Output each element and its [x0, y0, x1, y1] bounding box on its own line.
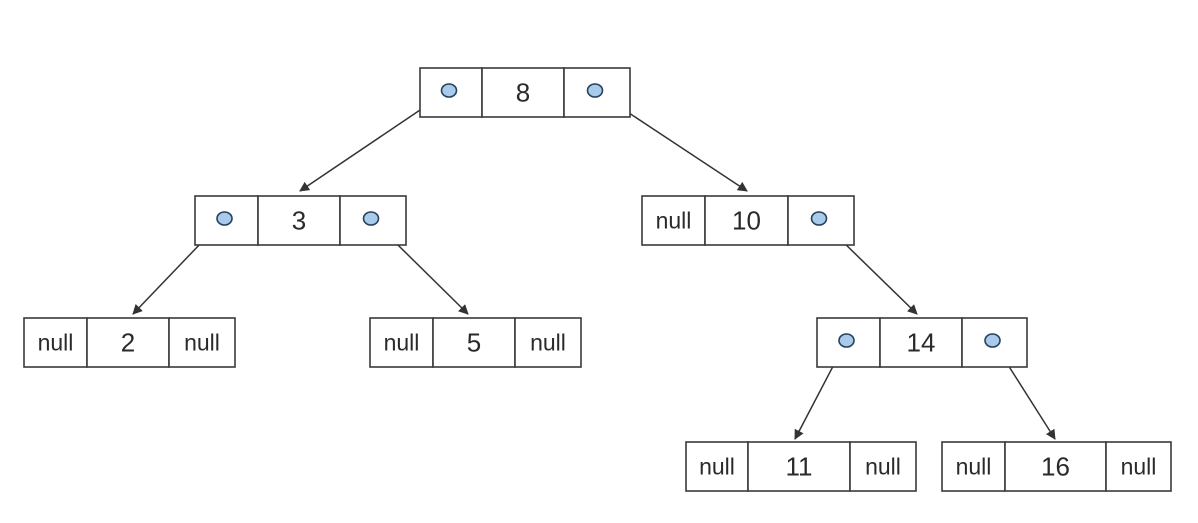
null-pointer-label: null: [865, 454, 901, 480]
pointer-dot-icon: [440, 83, 458, 98]
null-pointer-label: null: [530, 330, 566, 356]
node-2-key-cell: [86, 317, 170, 368]
node-5-key-cell: [432, 317, 516, 368]
node-5-right-cell: [514, 317, 582, 368]
node-8-key-cell: [481, 67, 565, 118]
pointer-dot-icon: [984, 333, 1001, 348]
pointer-dot-icon: [586, 83, 604, 98]
node-key-label: 10: [732, 206, 761, 236]
null-pointer-label: null: [184, 330, 220, 356]
node-key-label: 8: [516, 78, 530, 108]
node-16-left-cell: [941, 441, 1006, 492]
node-16-right-cell: [1105, 441, 1172, 492]
node-key-label: 11: [786, 452, 813, 482]
pointer-dot-icon: [810, 211, 828, 226]
node-key-label: 16: [1041, 452, 1070, 482]
tree-node-2: null 2 null: [23, 317, 236, 368]
node-key-label: 14: [907, 328, 936, 358]
pointer-dot-icon: [216, 211, 233, 226]
null-pointer-label: null: [1121, 454, 1157, 480]
null-pointer-label: null: [38, 330, 74, 356]
null-pointer-label: null: [699, 454, 735, 480]
tree-node-11: null 11 null: [685, 441, 917, 492]
node-11-key-cell: [747, 441, 851, 492]
node-3-key-cell: [257, 195, 341, 246]
tree-node-10: null 10: [641, 195, 855, 246]
tree-node-5: null 5 null: [369, 317, 582, 368]
null-pointer-label: null: [656, 208, 692, 234]
edges-layer: [132, 89, 1056, 440]
tree-node-8: 8: [419, 67, 631, 118]
pointer-dot-icon: [838, 333, 855, 348]
node-14-key-cell: [879, 317, 963, 368]
node-16-key-cell: [1004, 441, 1107, 492]
tree-node-16: null 16 null: [941, 441, 1172, 492]
node-key-label: 5: [467, 328, 481, 358]
node-key-label: 3: [292, 206, 306, 236]
tree-node-3: 3: [194, 195, 407, 246]
node-5-left-cell: [369, 317, 434, 368]
null-pointer-label: null: [956, 454, 992, 480]
node-11-right-cell: [849, 441, 917, 492]
node-key-label: 2: [121, 328, 135, 358]
node-11-left-cell: [685, 441, 749, 492]
node-2-right-cell: [168, 317, 236, 368]
pointer-dot-icon: [362, 211, 380, 226]
tree-node-14: 14: [816, 317, 1028, 368]
null-pointer-label: null: [384, 330, 420, 356]
